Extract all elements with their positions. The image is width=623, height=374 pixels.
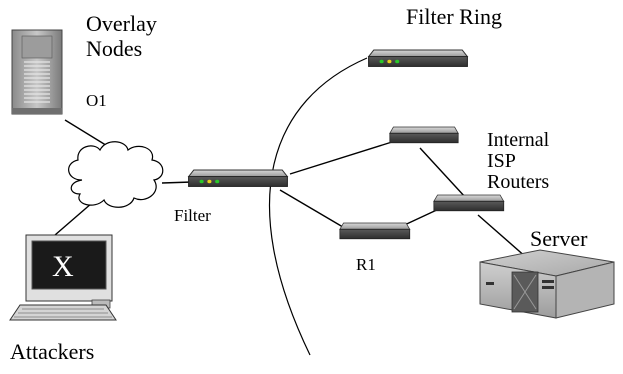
link-filter-internal xyxy=(289,141,393,175)
overlay-nodes-label-line2: Nodes xyxy=(86,36,142,61)
internal-routers-label-line1: Internal xyxy=(487,129,550,151)
overlay-nodes-label-line1: Overlay xyxy=(86,11,157,36)
r1-label: R1 xyxy=(356,255,376,274)
filter-ring-label: Filter Ring xyxy=(406,4,502,29)
cloud-icon xyxy=(68,141,164,208)
server-label: Server xyxy=(530,226,588,251)
router-icon xyxy=(368,49,468,68)
router-icon xyxy=(188,169,288,188)
link-cloud-filter xyxy=(161,181,193,184)
server-tower-icon xyxy=(11,29,63,115)
router-icon xyxy=(339,222,411,240)
o1-label: O1 xyxy=(86,91,107,110)
router-icon xyxy=(389,126,459,144)
monitor-glyph: X xyxy=(52,250,74,283)
attackers-label: Attackers xyxy=(10,339,94,364)
link-attacker-cloud xyxy=(54,202,93,236)
computer-terminal-icon: X xyxy=(9,234,117,321)
link-router-server xyxy=(477,214,528,259)
internal-routers-label-line2: ISP xyxy=(487,150,516,172)
server-box-icon xyxy=(479,249,615,319)
filter-ring-arc xyxy=(269,57,368,356)
link-filter-r1 xyxy=(279,189,349,231)
router-icon xyxy=(433,194,505,212)
link-internal-router xyxy=(419,147,467,199)
filter-label: Filter xyxy=(174,206,211,225)
internal-routers-label-line3: Routers xyxy=(487,171,549,193)
